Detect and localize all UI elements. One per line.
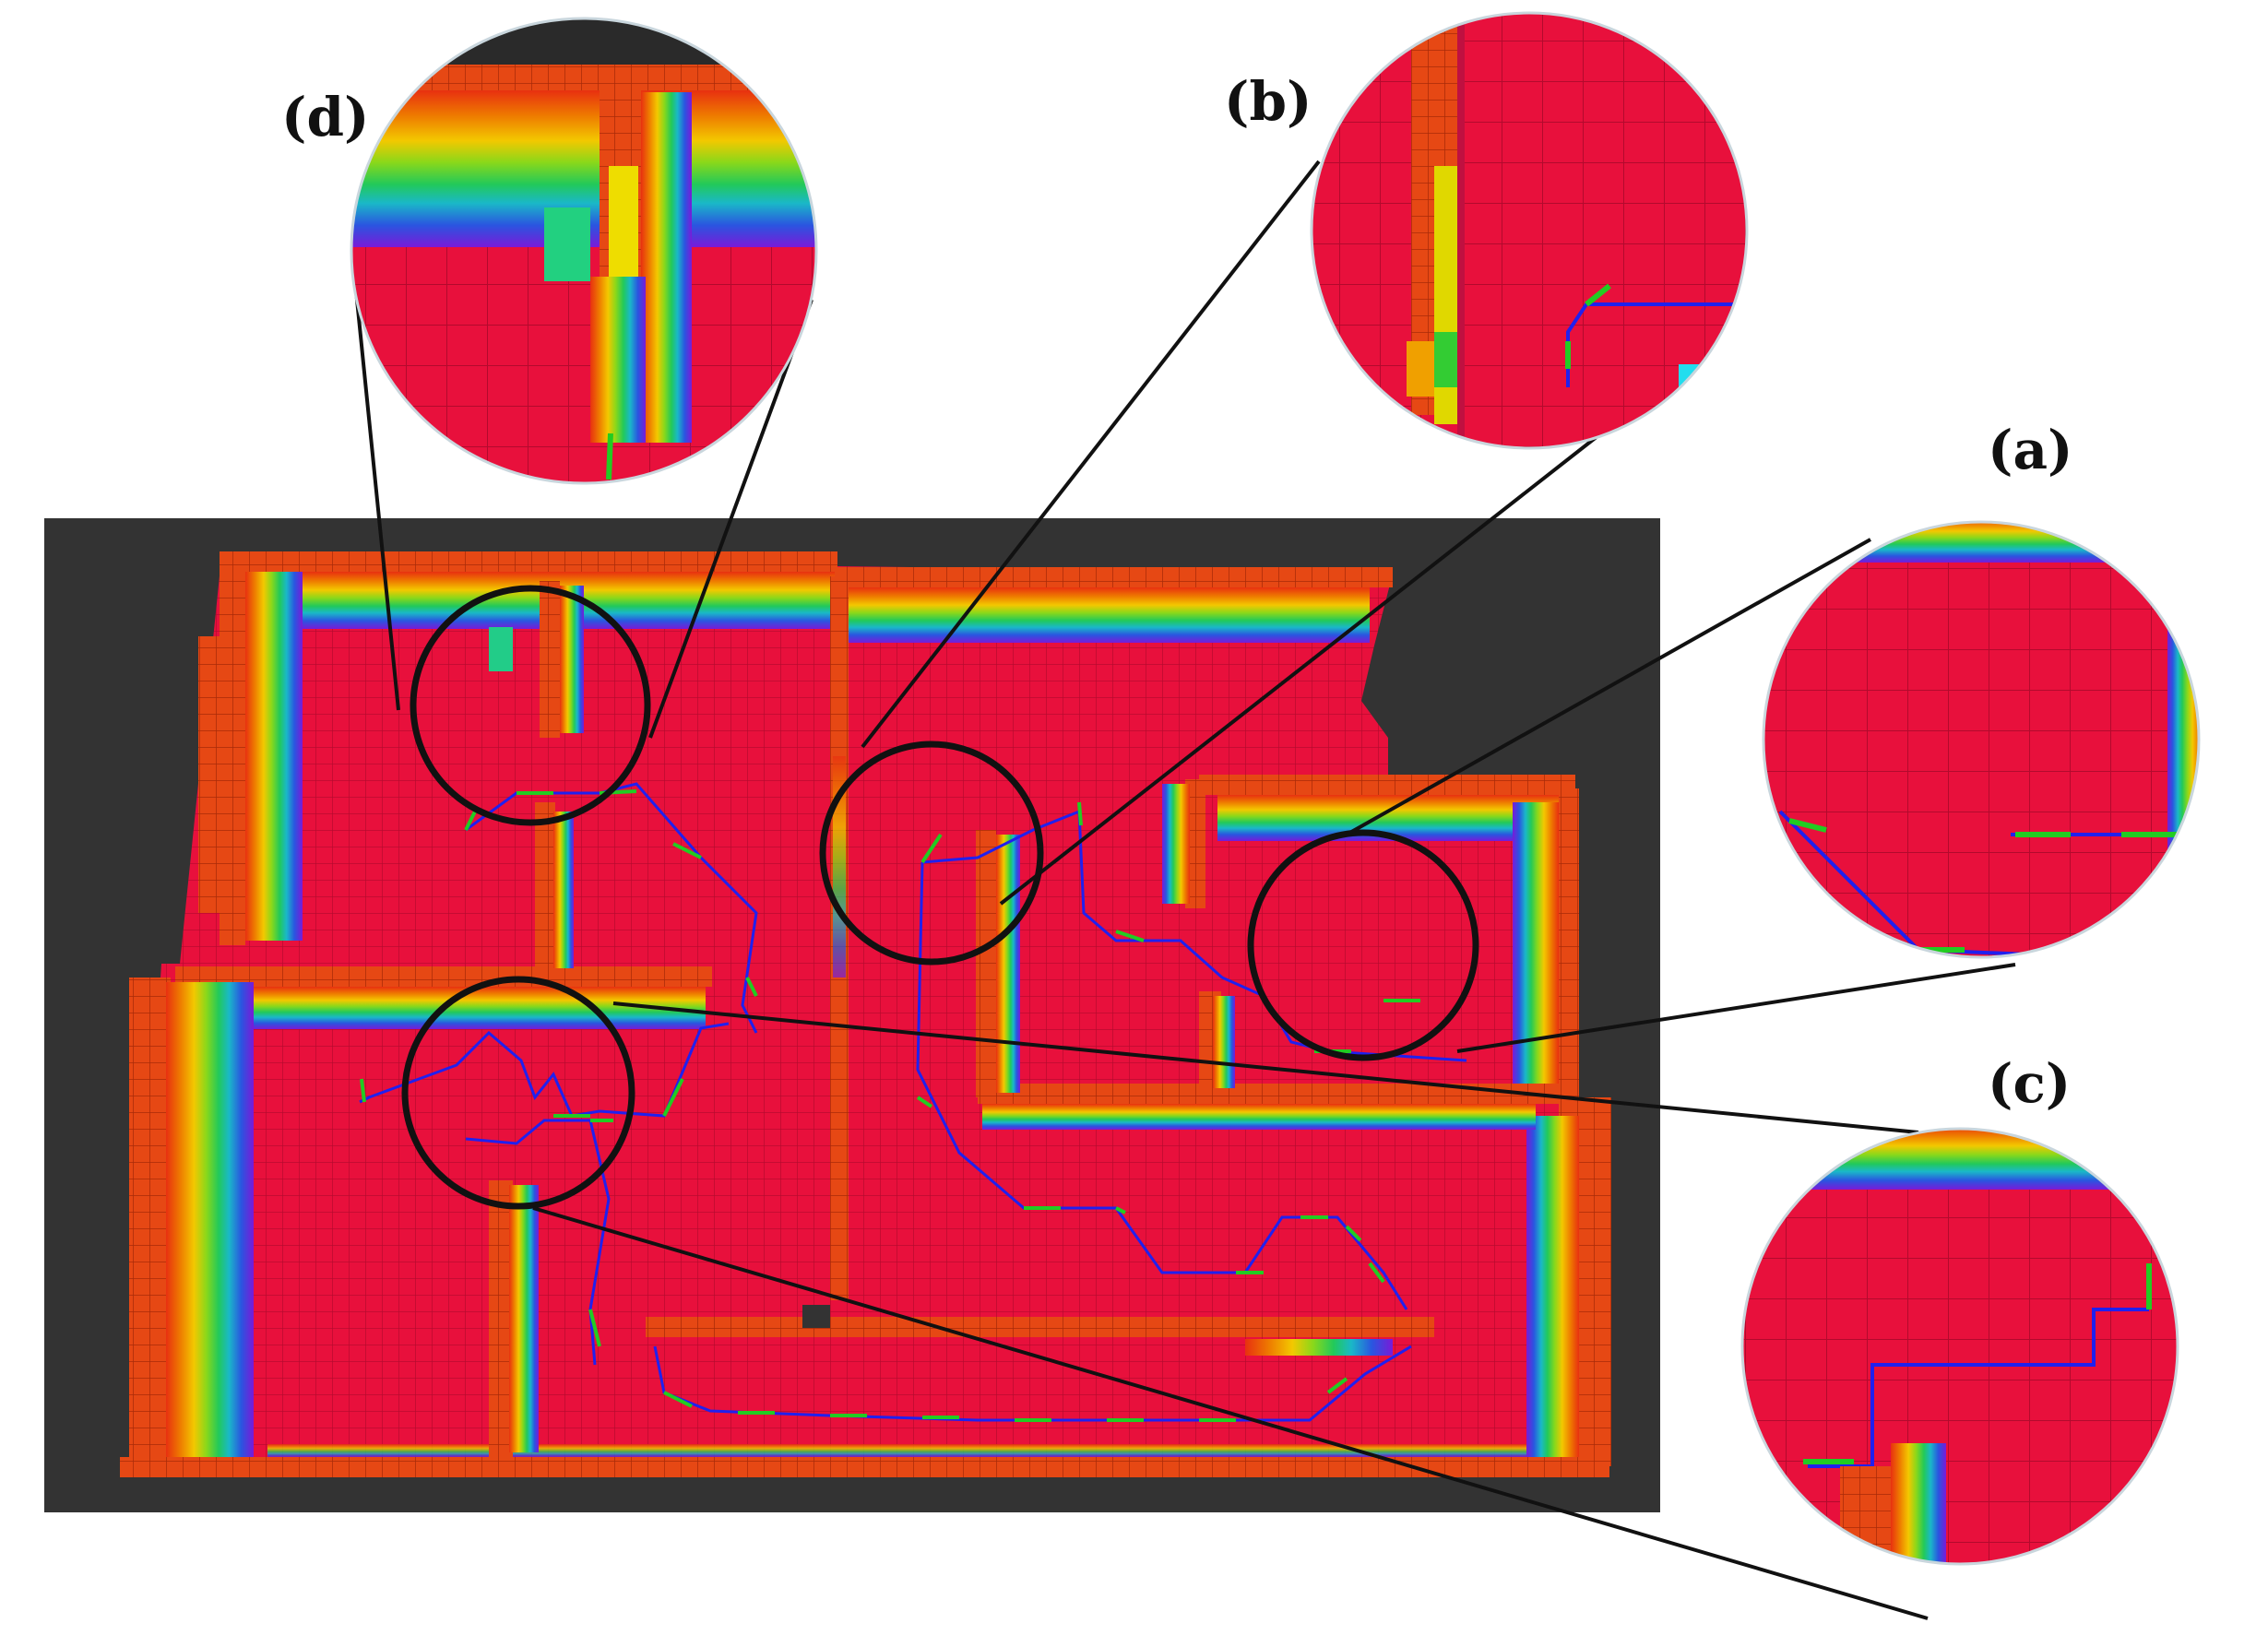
map-viewport [44, 518, 1660, 1512]
zoom-inset-a [1762, 520, 2201, 959]
zoom-inset-b [1310, 11, 1749, 450]
panel-label-d: (d) [281, 86, 369, 148]
highlight-circles [401, 585, 1479, 1210]
panel-label-c: (c) [1988, 1052, 2071, 1115]
highlight-circle-b [819, 741, 1044, 966]
panel-label-a: (a) [1988, 419, 2072, 481]
path-waypoint-arrows [360, 789, 1420, 1422]
panel-label-b: (b) [1224, 70, 1312, 133]
zoom-inset-d [350, 17, 818, 485]
zoom-inset-c [1740, 1127, 2179, 1566]
callout-lines [353, 160, 2016, 1620]
map-walls [120, 551, 1611, 1477]
highlight-circle-c [401, 976, 635, 1210]
highlight-circle-a [1247, 829, 1479, 1061]
highlight-circle-d [410, 585, 651, 826]
